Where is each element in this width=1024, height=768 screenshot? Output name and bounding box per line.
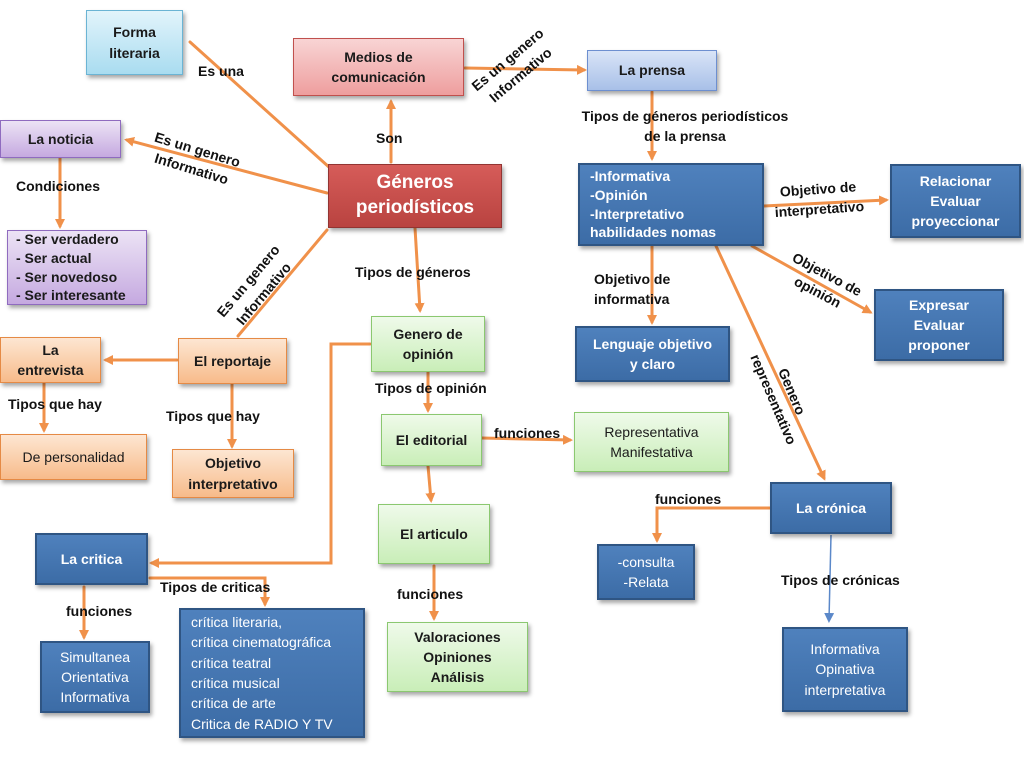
- node-simultanea: Simultanea Orientativa Informativa: [40, 641, 150, 713]
- node-genero-opinion: Genero de opinión: [371, 316, 485, 372]
- node-la-cronica: La crónica: [770, 482, 892, 534]
- node-objetivo-interpretativo: Objetivo interpretativo: [172, 449, 294, 498]
- node-lenguaje-objetivo: Lenguaje objetivo y claro: [575, 326, 730, 382]
- label-son: Son: [376, 130, 403, 146]
- node-expresar: Expresar Evaluar proponer: [874, 289, 1004, 361]
- edge-medios-prensa: [463, 64, 587, 75]
- node-la-critica: La critica: [35, 533, 148, 585]
- edge-opinion-critica: [149, 342, 372, 568]
- edge-editorial-representativa: [480, 434, 573, 445]
- label-condiciones: Condiciones: [16, 178, 101, 194]
- edge-tipos-cronica: [714, 244, 826, 481]
- edge-cronica-tipos: [824, 534, 835, 623]
- node-condiciones-list: - Ser verdadero - Ser actual - Ser noved…: [7, 230, 147, 305]
- label-funciones-articulo: funciones: [397, 586, 464, 602]
- node-medios-comunicacion: Medios de comunicación: [293, 38, 464, 96]
- label-tipos-generos: Tipos de géneros: [355, 264, 471, 280]
- node-el-reportaje: El reportaje: [178, 338, 287, 384]
- node-criticas-lista: crítica literaria, crítica cinematográfi…: [179, 608, 365, 738]
- node-la-noticia: La noticia: [0, 120, 121, 158]
- label-tipos-cronicas: Tipos de crónicas: [781, 572, 900, 588]
- label-es-una: Es una: [198, 63, 244, 79]
- edge-generos-reportaje: [236, 228, 329, 338]
- node-prensa-tipos: -Informativa -Opinión -Interpretativo ha…: [578, 163, 764, 246]
- edge-tipos-expresar: [750, 244, 873, 314]
- edge-generos-noticia: [124, 136, 329, 195]
- label-objetivo-interpretativo: Objetivo de interpretativo: [774, 178, 865, 220]
- label-tipos-opinion: Tipos de opinión: [375, 380, 487, 396]
- edge-tipos-relacionar: [762, 195, 889, 208]
- node-relacionar: Relacionar Evaluar proyeccionar: [890, 164, 1021, 238]
- edge-cronica-consulta: [652, 506, 772, 543]
- node-consulta: -consulta -Relata: [597, 544, 695, 600]
- node-valoraciones: Valoraciones Opiniones Análisis: [387, 622, 528, 692]
- label-funciones-critica: funciones: [66, 603, 133, 619]
- label-funciones-editorial: funciones: [494, 425, 561, 441]
- edge-generos-forma: [188, 40, 332, 170]
- node-el-articulo: El articulo: [378, 504, 490, 564]
- edge-generos-opinion: [413, 226, 425, 313]
- label-objetivo-informativa: Objetivo de informativa: [594, 271, 671, 307]
- label-tipos-que-hay-1: Tipos que hay: [8, 396, 102, 412]
- node-de-personalidad: De personalidad: [0, 434, 147, 480]
- label-tipos-prensa: Tipos de géneros periodísticos de la pre…: [581, 108, 789, 144]
- node-la-entrevista: La entrevista: [0, 337, 101, 383]
- edge-critica-criticas: [148, 576, 270, 607]
- node-forma-literaria: Forma literaria: [86, 10, 183, 75]
- node-informativa-opinativa: Informativa Opinativa interpretativa: [782, 627, 908, 712]
- label-tipos-que-hay-2: Tipos que hay: [166, 408, 260, 424]
- node-generos-periodisticos: Géneros periodísticos: [328, 164, 502, 228]
- node-el-editorial: El editorial: [381, 414, 482, 466]
- node-representativa: Representativa Manifestativa: [574, 412, 729, 472]
- label-tipos-criticas: Tipos de criticas: [160, 579, 271, 595]
- node-la-prensa: La prensa: [587, 50, 717, 91]
- edge-editorial-articulo: [425, 464, 436, 503]
- label-funciones-cronica: funciones: [655, 491, 722, 507]
